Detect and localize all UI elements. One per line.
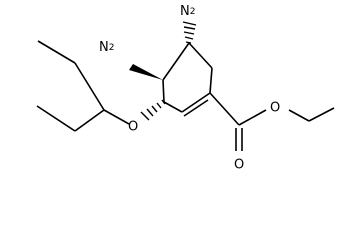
bond-ch-ch2-upper	[74, 62, 105, 111]
hashed-bond-amine-top	[182, 21, 197, 44]
atom-amine-top: N2	[180, 4, 195, 19]
bond-ring-c4-c5	[181, 92, 211, 113]
bond-ch2-ch3-upper	[37, 40, 76, 64]
atom-amine-left: N2	[99, 40, 114, 55]
bond-ch2-ch3-ester	[308, 107, 335, 122]
atom-ester-oxygen: O	[270, 101, 280, 116]
bond-ch2-ch3-lower	[36, 105, 76, 132]
bond-ester-o-ch2	[288, 109, 310, 122]
molecule-structure: N2 N2 O O O	[36, 4, 335, 173]
bond-ring-carbonyl	[209, 92, 240, 126]
bond-carbonyl-ester-o	[238, 109, 267, 126]
atom-carbonyl-oxygen: O	[234, 158, 244, 173]
bond-ch-ch2-lower	[74, 109, 105, 132]
bond-ring-c3-c4	[209, 67, 213, 94]
bond-o-ch	[103, 109, 130, 125]
wedge-bond-amine-left	[129, 64, 163, 80]
bond-ring-c5-c5-double	[183, 99, 209, 117]
atom-ether-oxygen: O	[128, 120, 138, 135]
bond-ring-c5-c6	[163, 101, 183, 113]
bond-ring-c2-c3	[188, 42, 213, 69]
bond-ring-c1-c2	[162, 42, 190, 81]
hashed-bond-ether	[140, 99, 166, 121]
bond-ring-c6-c1	[162, 79, 165, 103]
